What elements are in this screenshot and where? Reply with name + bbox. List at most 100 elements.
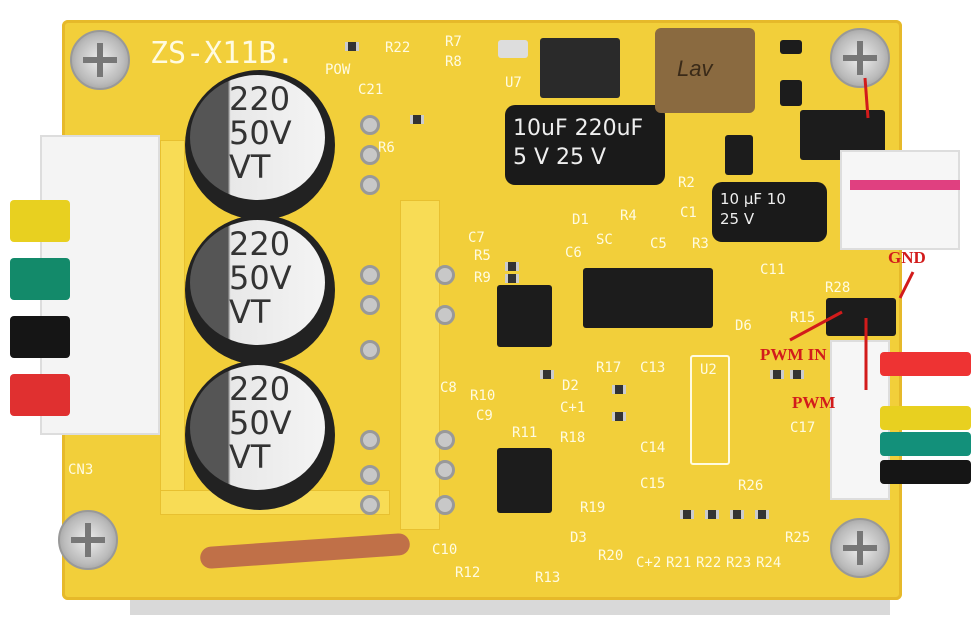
smd-resistor xyxy=(505,262,519,271)
silk-label: D6 xyxy=(735,318,752,334)
silk-label: R11 xyxy=(512,425,538,441)
silk-label: C21 xyxy=(358,82,384,98)
cap-value: 220 xyxy=(229,370,291,408)
electrolytic-capacitor: 220 50V VT xyxy=(185,215,335,365)
pad xyxy=(435,495,455,515)
silk-label: C5 xyxy=(650,236,667,252)
cap-series: VT xyxy=(229,438,271,476)
silk-label: R5 xyxy=(474,248,491,264)
silk-label: U7 xyxy=(505,75,522,91)
diode xyxy=(780,40,802,54)
silk-label: R8 xyxy=(445,54,462,70)
silk-label: R7 xyxy=(445,34,462,50)
silk-label: R18 xyxy=(560,430,586,446)
controller-ic xyxy=(583,268,713,328)
smd-resistor xyxy=(730,510,744,519)
pad xyxy=(360,430,380,450)
cap-label: 25 V xyxy=(720,209,755,228)
pad xyxy=(435,460,455,480)
electrolytic-capacitor: 220 50V VT xyxy=(185,70,335,220)
silk-label: C7 xyxy=(468,230,485,246)
smd-resistor xyxy=(705,510,719,519)
silk-label: R24 xyxy=(756,555,782,571)
silk-label: C1 xyxy=(680,205,697,221)
top-right-connector xyxy=(840,150,960,250)
silk-label: R22 xyxy=(696,555,722,571)
wire-black xyxy=(880,460,971,484)
silk-label: R17 xyxy=(596,360,622,376)
cap-voltage: 50V xyxy=(229,259,292,297)
silk-label: R28 xyxy=(825,280,851,296)
silk-label: R4 xyxy=(620,208,637,224)
wire-green xyxy=(880,432,971,456)
smd-resistor xyxy=(770,370,784,379)
gnd-annotation: GND xyxy=(888,248,926,267)
smd-resistor xyxy=(540,370,554,379)
silk-label: POW xyxy=(325,62,351,78)
silk-label: C17 xyxy=(790,420,816,436)
pad xyxy=(435,305,455,325)
transistor xyxy=(725,135,753,175)
board-model: ZS-X11B. xyxy=(150,36,295,71)
cap-value: 220 xyxy=(229,225,291,263)
silk-label: R19 xyxy=(580,500,606,516)
transistor xyxy=(780,80,802,106)
pad xyxy=(360,115,380,135)
silk-label: R15 xyxy=(790,310,816,326)
silk-label: R21 xyxy=(666,555,692,571)
silk-label: C9 xyxy=(476,408,493,424)
smd-resistor xyxy=(612,385,626,394)
smd-resistor xyxy=(410,115,424,124)
silk-label: R26 xyxy=(738,478,764,494)
mosfet-driver-ic xyxy=(497,448,552,513)
silk-label: R22 xyxy=(385,40,411,56)
trace xyxy=(160,140,185,510)
silk-label: R13 xyxy=(535,570,561,586)
wire-red xyxy=(880,352,971,376)
smd-resistor xyxy=(612,412,626,421)
cap-label: 10 µF 10 xyxy=(720,190,786,208)
pwm-annotation: PWM xyxy=(792,393,836,412)
pad xyxy=(360,495,380,515)
silk-label: D3 xyxy=(570,530,587,546)
silk-label: SC xyxy=(596,232,613,248)
pad xyxy=(360,465,380,485)
silk-label: C13 xyxy=(640,360,666,376)
smd-resistor xyxy=(680,510,694,519)
silk-label: D2 xyxy=(562,378,579,394)
voltage-regulator xyxy=(540,38,620,98)
cap-value: 220 xyxy=(229,80,291,118)
mosfet-driver-ic xyxy=(497,285,552,347)
silk-label: R2 xyxy=(678,175,695,191)
u2-outline xyxy=(690,355,730,465)
silk-label: R3 xyxy=(692,236,709,252)
silk-label: C10 xyxy=(432,542,458,558)
smd-resistor xyxy=(755,510,769,519)
cap-label: 5 V 25 V xyxy=(513,144,607,170)
cap-series: VT xyxy=(229,148,271,186)
pad xyxy=(360,175,380,195)
gnd-arrow xyxy=(898,271,915,299)
silk-label: C+2 xyxy=(636,555,662,571)
wire-green xyxy=(10,258,70,300)
silk-label: R20 xyxy=(598,548,624,564)
silk-label: CN3 xyxy=(68,462,94,478)
silk-label: R10 xyxy=(470,388,496,404)
silk-label: R23 xyxy=(726,555,752,571)
pad xyxy=(360,295,380,315)
wire-yellow xyxy=(880,406,971,430)
screw xyxy=(830,518,890,578)
electrolytic-capacitor: 220 50V VT xyxy=(185,360,335,510)
silk-label: C15 xyxy=(640,476,666,492)
silk-label: D1 xyxy=(572,212,589,228)
cap-voltage: 50V xyxy=(229,114,292,152)
wire-red xyxy=(10,374,70,416)
pad xyxy=(435,430,455,450)
cap-voltage: 50V xyxy=(229,404,292,442)
silk-label: C14 xyxy=(640,440,666,456)
silk-label: U2 xyxy=(700,362,717,378)
silk-label: R25 xyxy=(785,530,811,546)
screw xyxy=(830,28,890,88)
cap-series: VT xyxy=(229,293,271,331)
